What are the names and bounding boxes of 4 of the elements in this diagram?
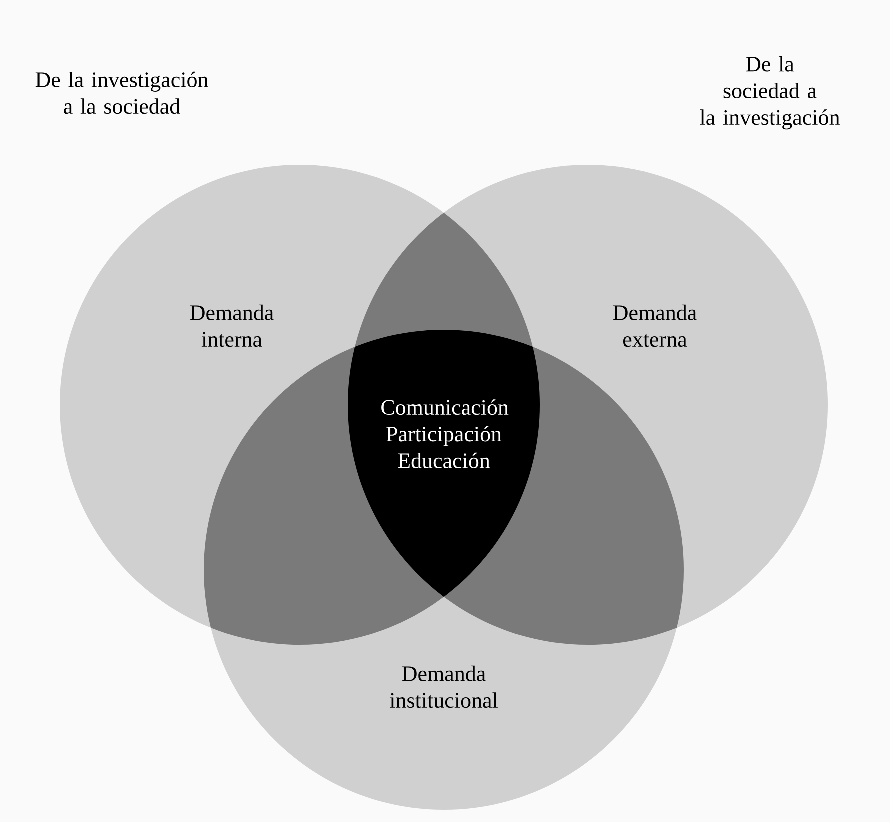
corner-label: De la sociedad a la investigación — [700, 56, 840, 130]
center-region: Comunicación Participación Educación — [382, 400, 509, 468]
node-label: Demanda institucional — [390, 666, 498, 708]
corner-label: De la investigación a la sociedad — [36, 72, 208, 114]
